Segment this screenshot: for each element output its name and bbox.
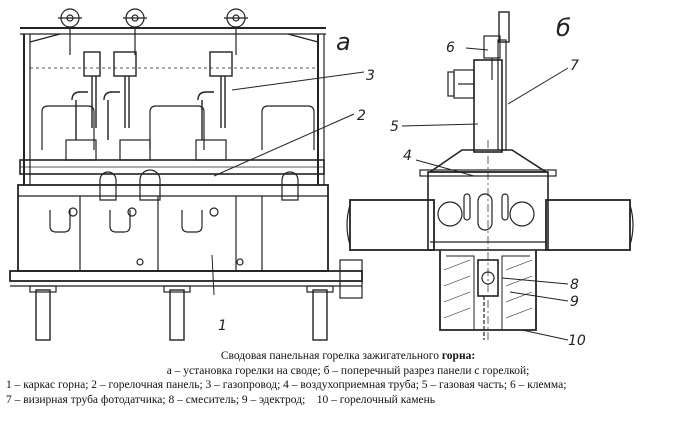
- caption-legend-line2: 7 – визирная труба фотодатчика; 8 – смес…: [6, 393, 435, 406]
- view-b-cross-section: [346, 11, 634, 340]
- callout-7: 7: [570, 58, 579, 74]
- callout-1: 1: [218, 318, 227, 334]
- caption-views: а – установка горелки на своде; б – попе…: [166, 364, 530, 377]
- callout-9: 9: [570, 294, 579, 310]
- view-label-b: б: [556, 14, 571, 42]
- callout-6: 6: [446, 40, 455, 56]
- burner-technical-drawing: а б 3 2 1 4 5 6 7 8 9 10: [9, 8, 634, 345]
- callout-5: 5: [390, 119, 399, 135]
- caption-title-main: Сводовая панельная горелка зажигательног…: [220, 350, 442, 362]
- callout-3: 3: [366, 68, 375, 84]
- valve-wheel: [58, 8, 82, 55]
- view-a-installation: [9, 8, 363, 341]
- valve-wheel: [123, 8, 147, 55]
- callout-10: 10: [568, 333, 586, 345]
- valve-wheel: [224, 8, 248, 55]
- caption-legend-line1: 1 – каркас горна; 2 – горелочная панель;…: [6, 379, 567, 391]
- callout-4: 4: [403, 148, 412, 164]
- callout-8: 8: [570, 277, 579, 293]
- view-label-a: а: [336, 28, 351, 56]
- caption-title: Сводовая панельная горелка зажигательног…: [0, 349, 696, 364]
- callout-2: 2: [357, 108, 366, 124]
- caption-title-bold: горна:: [441, 350, 476, 362]
- figure-caption: Сводовая панельная горелка зажигательног…: [0, 349, 696, 407]
